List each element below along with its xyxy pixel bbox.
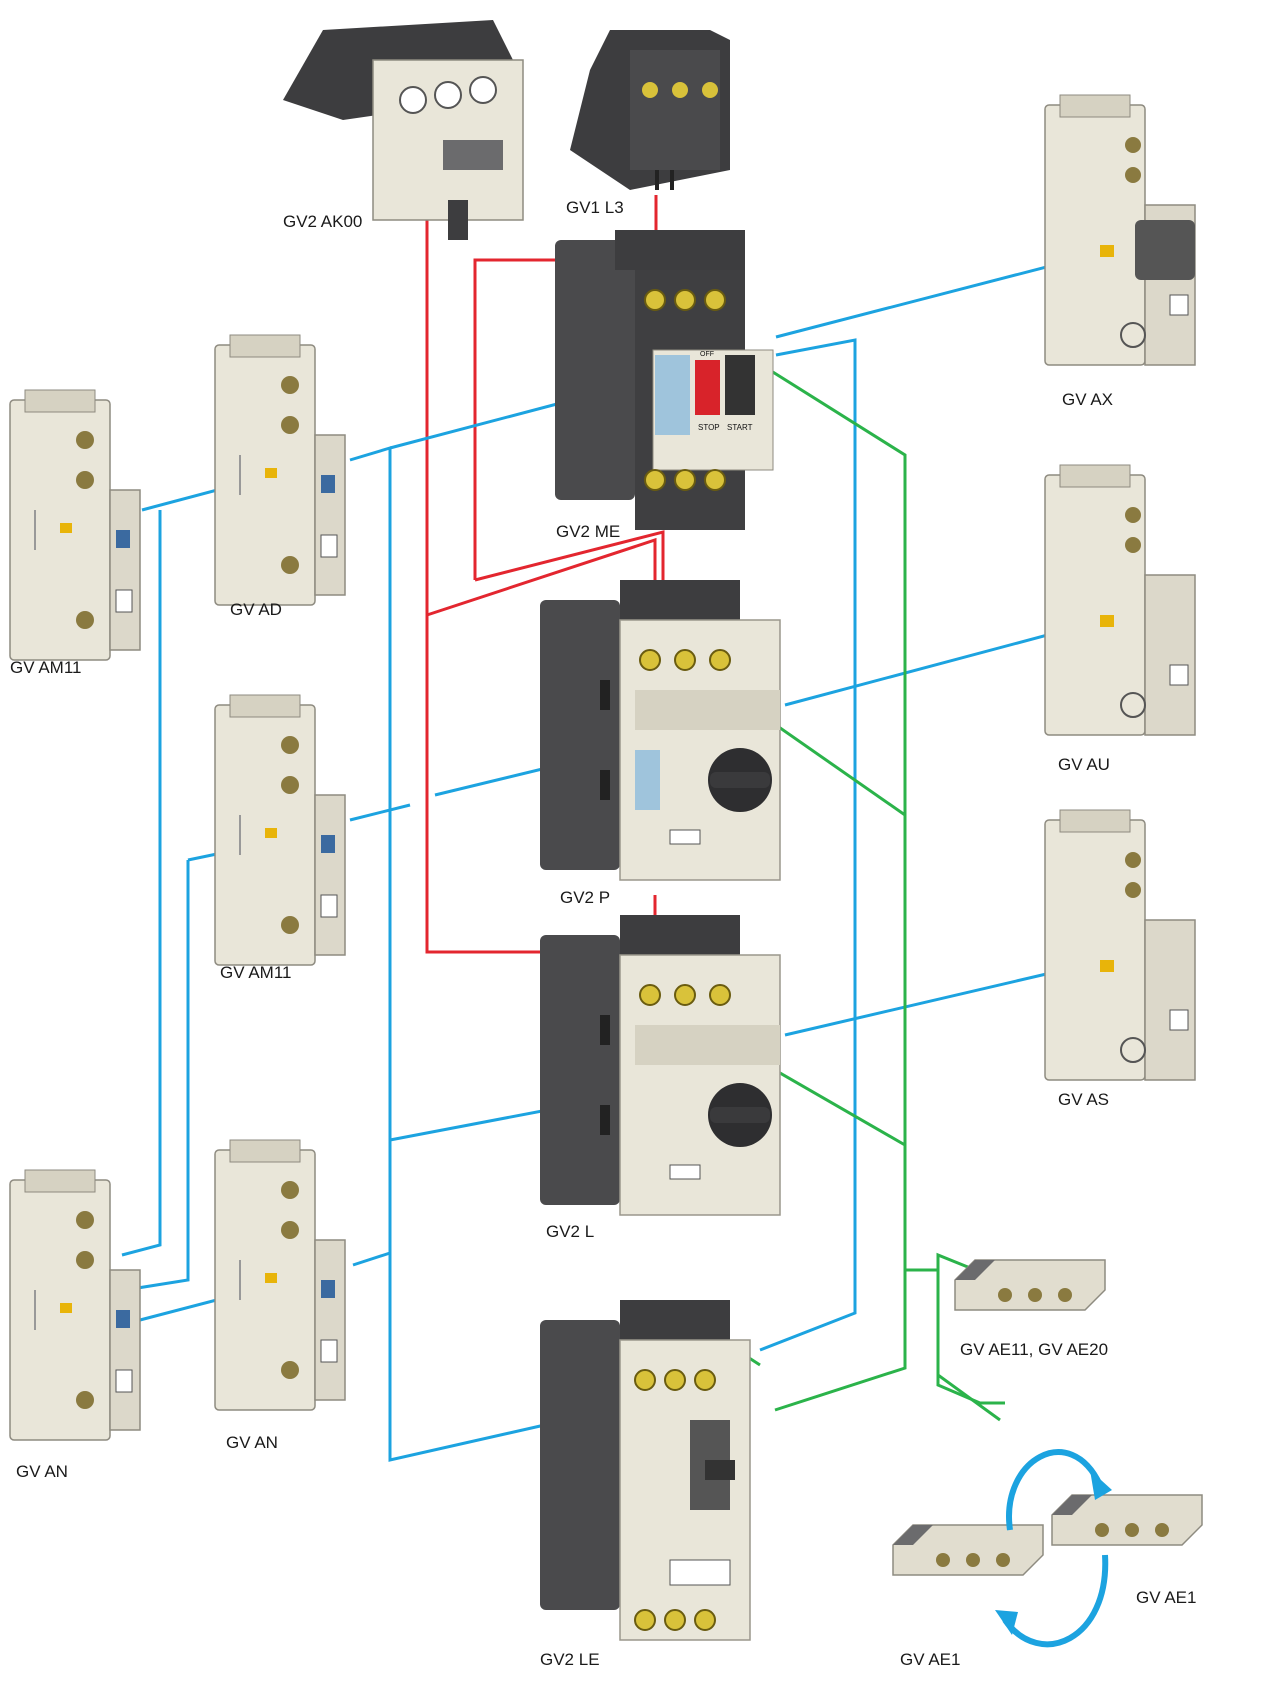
label-gv-au: GV AU — [1058, 755, 1110, 774]
label-gv-am11-mid: GV AM11 — [220, 963, 292, 982]
gv2-le-device — [540, 1300, 751, 1641]
label-gv-am11-top: GV AM11 — [10, 658, 82, 677]
gv2-ak00-device — [283, 20, 524, 240]
interchange-arrows-icon — [995, 1449, 1112, 1648]
gv2-p-device — [539, 579, 781, 881]
gv-ae1-bottom-device — [892, 1524, 1044, 1576]
label-gv-an-left: GV AN — [16, 1462, 68, 1481]
gv-ad-device — [214, 334, 346, 606]
gv2-me-device: STOP START OFF — [555, 230, 774, 530]
label-gv2-l: GV2 L — [546, 1222, 595, 1241]
label-gv2-le: GV2 LE — [540, 1650, 600, 1669]
stop-marking: STOP — [698, 423, 720, 432]
label-gv-as: GV AS — [1058, 1090, 1110, 1109]
label-gv-ad: GV AD — [230, 600, 282, 619]
label-gv-ae1-bottom: GV AE1 — [900, 1650, 961, 1669]
gv-ax-device — [1044, 94, 1196, 366]
label-gv1-l3: GV1 L3 — [566, 198, 624, 217]
start-marking: START — [727, 423, 753, 432]
gv-ae1-right-device — [1051, 1494, 1203, 1546]
gv2-l-device — [539, 914, 781, 1216]
label-gv2-ak00: GV2 AK00 — [283, 212, 363, 231]
blue-links — [121, 255, 1086, 1462]
gv-am11-mid-device — [214, 694, 346, 966]
gv-am11-top-device — [9, 389, 141, 661]
label-gv2-p: GV2 P — [560, 888, 611, 907]
label-gv-ae1-right: GV AE1 — [1136, 1588, 1197, 1607]
off-marking: OFF — [700, 351, 714, 358]
gv-an-left-device — [9, 1169, 141, 1441]
label-gv-an-mid: GV AN — [226, 1433, 278, 1452]
label-gv2-me: GV2 ME — [556, 522, 621, 541]
gv-as-device — [1044, 809, 1196, 1081]
gv1-l3-device — [570, 30, 730, 190]
gv-au-device — [1044, 464, 1196, 736]
gv-ae11-ae20-device — [954, 1259, 1106, 1311]
gv-an-mid-device — [214, 1139, 346, 1411]
label-gv-ax: GV AX — [1062, 390, 1114, 409]
label-gv-ae11-ae20: GV AE11, GV AE20 — [960, 1340, 1109, 1359]
